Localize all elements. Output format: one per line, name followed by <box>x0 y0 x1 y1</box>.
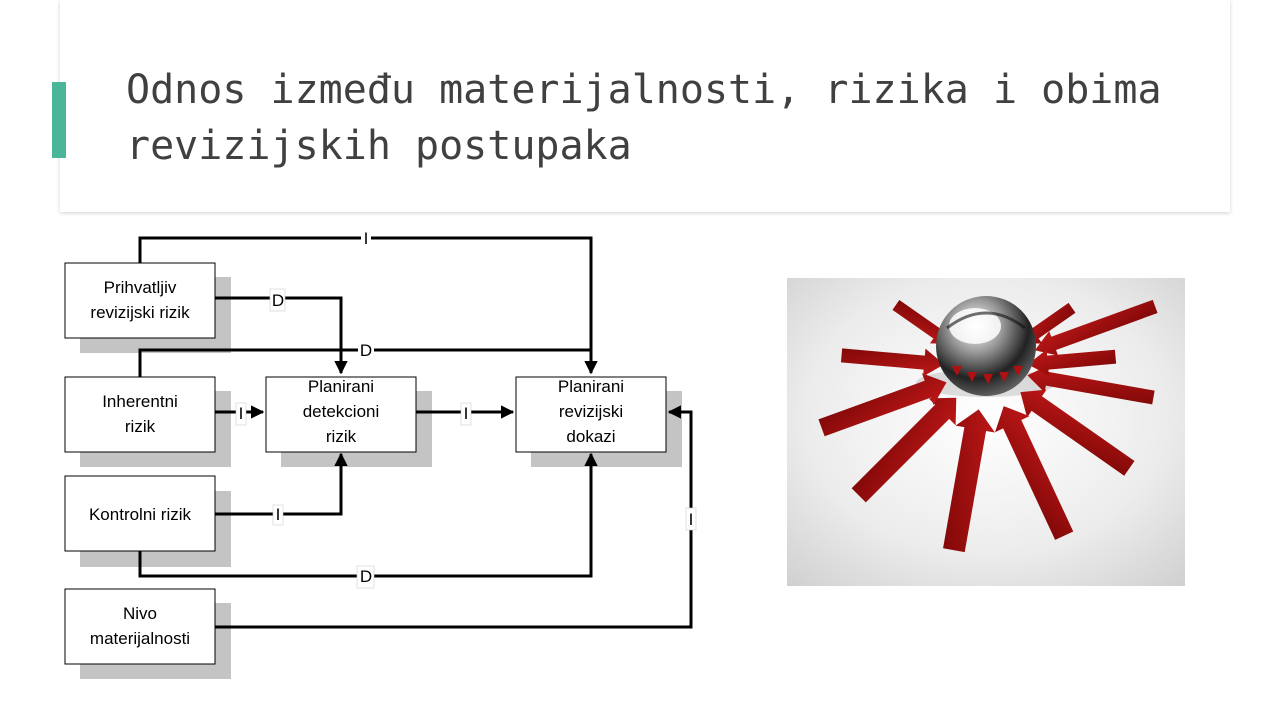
box-dokazi-line-2: revizijski <box>559 402 623 421</box>
box-nivo: Nivo materijalnosti <box>64 588 216 665</box>
box-detekcioni-line-1: Planirani <box>308 377 374 396</box>
accent-bar <box>52 82 66 158</box>
edge-label-inherentni-detekcioni: I <box>239 404 244 423</box>
slide-title: Odnos između materijalnosti, rizika i ob… <box>126 67 1162 169</box>
sphere-with-red-arrows-image <box>787 278 1185 586</box>
edge-label-detekcioni-dokazi: I <box>464 404 469 423</box>
box-detekcioni-line-3: rizik <box>326 427 357 446</box>
small-arrows-on-sphere <box>952 366 1023 384</box>
box-prihvatljiv-line-2: revizijski rizik <box>90 303 190 322</box>
edge-label-inherentni-dokazi: D <box>360 341 372 360</box>
box-dokazi: Planirani revizijski dokazi <box>515 376 667 453</box>
box-inherentni-line-1: Inherentni <box>102 392 178 411</box>
box-detekcioni: Planirani detekcioni rizik <box>265 376 417 453</box>
box-kontrolni-line-1: Kontrolni rizik <box>89 505 192 524</box>
box-nivo-line-1: Nivo <box>123 604 157 623</box>
edge-label-prihvatljiv-detekcioni: D <box>272 291 284 310</box>
box-nivo-line-2: materijalnosti <box>90 629 190 648</box>
edge-label-kontrolni-detekcioni: I <box>276 505 281 524</box>
edge-label-prihvatljiv-dokazi: I <box>364 229 369 248</box>
box-inherentni-line-2: rizik <box>125 417 156 436</box>
edge-inherentni-dokazi <box>138 348 591 377</box>
box-kontrolni: Kontrolni rizik <box>64 475 216 552</box>
title-card <box>60 0 1230 212</box>
box-dokazi-line-3: dokazi <box>566 427 615 446</box>
edge-label-nivo-dokazi: I <box>689 510 694 529</box>
box-detekcioni-line-2: detekcioni <box>303 402 380 421</box>
red-arrows <box>818 299 1158 553</box>
box-prihvatljiv-line-1: Prihvatljiv <box>104 278 177 297</box>
edge-label-kontrolni-dokazi: D <box>360 567 372 586</box>
box-inherentni: Inherentni rizik <box>64 376 216 453</box>
edge-prihvatljiv-detekcioni <box>215 296 348 375</box>
connectors <box>138 236 693 629</box>
box-dokazi-line-1: Planirani <box>558 377 624 396</box>
box-prihvatljiv: Prihvatljiv revizijski rizik <box>64 262 216 339</box>
edge-kontrolni-detekcioni <box>215 452 348 516</box>
